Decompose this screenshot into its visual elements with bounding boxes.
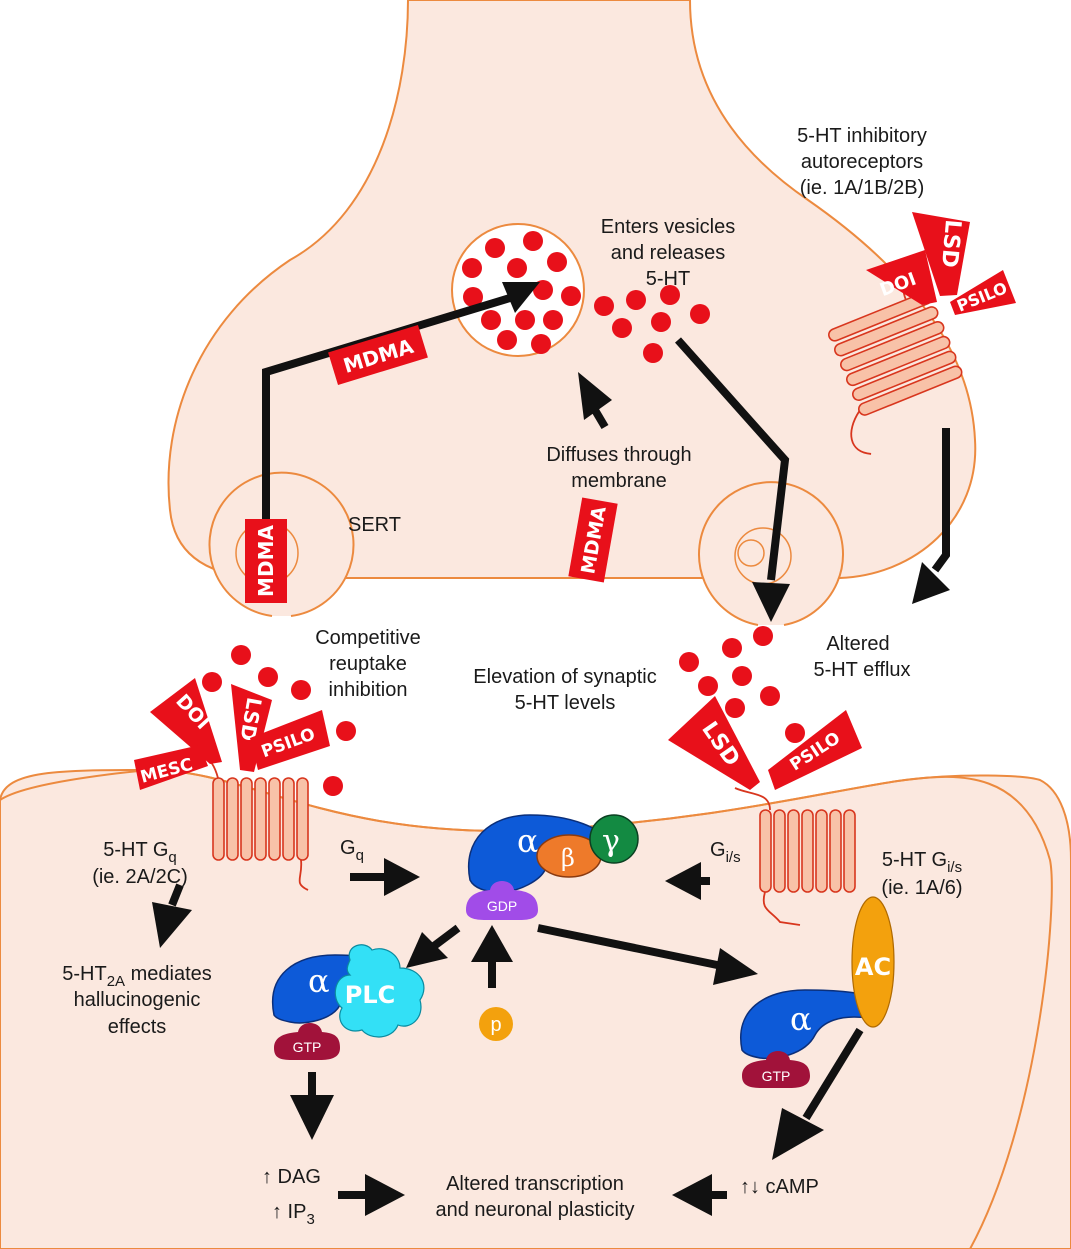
- enters-line-1: Enters vesicles: [601, 216, 736, 238]
- diffuses-line-1: Diffuses through: [546, 444, 691, 466]
- gis-receptor-drugs: LSD PSILO: [668, 696, 862, 790]
- gis-receptor: [734, 787, 856, 926]
- enters-line-3: 5-HT: [646, 268, 690, 290]
- plc-label: PLC: [345, 981, 396, 1009]
- sert-label: SERT: [348, 514, 401, 536]
- gis-arrow-label: Gi/s: [710, 839, 741, 866]
- competitive-label: Competitive reuptake inhibition: [315, 627, 421, 701]
- gamma-label: γ: [602, 824, 620, 859]
- ip3-label: ↑ IP3: [272, 1201, 315, 1228]
- autoreceptor-label: 5-HT inhibitory autoreceptors (ie. 1A/1B…: [797, 125, 927, 199]
- beta-label: β: [561, 844, 575, 872]
- hallucinogenic-line-1: 5-HT2A mediates: [62, 963, 212, 990]
- camp-label: ↑↓ cAMP: [740, 1176, 819, 1198]
- alpha-label: α: [308, 962, 330, 1000]
- ac-complex: α AC GTP: [740, 896, 895, 1088]
- gtp-label: GTP: [293, 1039, 322, 1055]
- efflux-line-2: 5-HT efflux: [813, 659, 910, 681]
- transcription-line-2: and neuronal plasticity: [435, 1199, 634, 1221]
- gq-receptor-label: 5-HT Gq (ie. 2A/2C): [92, 839, 188, 888]
- released-serotonin: [202, 285, 805, 796]
- mdma-tag-membrane: MDMA: [568, 497, 618, 583]
- gtp-label: GTP: [762, 1068, 791, 1084]
- g-protein-complex: α β γ GDP: [466, 814, 639, 920]
- enters-line-2: and releases: [611, 242, 726, 264]
- transcription-line-1: Altered transcription: [446, 1173, 624, 1195]
- gq-receptor-line-1: 5-HT Gq: [103, 839, 177, 866]
- mdma-tag-sert: MDMA: [245, 519, 287, 603]
- competitive-line-2: reuptake: [329, 653, 407, 675]
- diffuses-label: Diffuses through membrane: [546, 444, 691, 492]
- autoreceptor-line-2: autoreceptors: [801, 151, 923, 173]
- gq-receptor-drugs: DOI LSD PSILO MESC: [134, 678, 330, 790]
- gis-receptor-line-2: (ie. 1A/6): [881, 877, 962, 899]
- autoreceptor-line-3: (ie. 1A/1B/2B): [800, 177, 925, 199]
- enters-vesicles-label: Enters vesicles and releases 5-HT: [601, 216, 736, 290]
- gq-arrow-label: Gq: [340, 837, 364, 864]
- hallucinogenic-line-2: hallucinogenic: [74, 989, 201, 1011]
- transcription-label: Altered transcription and neuronal plast…: [435, 1173, 634, 1221]
- competitive-line-3: inhibition: [329, 679, 408, 701]
- gq-receptor-line-2: (ie. 2A/2C): [92, 866, 188, 888]
- diffuses-line-2: membrane: [571, 470, 667, 492]
- elevation-line-1: Elevation of synaptic: [473, 666, 656, 688]
- gis-receptor-label: 5-HT Gi/s (ie. 1A/6): [881, 849, 962, 899]
- vesicle-serotonin: [462, 231, 581, 354]
- arrowheads: [152, 282, 950, 1216]
- mdma-label: MDMA: [254, 525, 278, 597]
- autoreceptor-line-1: 5-HT inhibitory: [797, 125, 927, 147]
- hallucinogenic-label: 5-HT2A mediates hallucinogenic effects: [62, 963, 212, 1038]
- competitive-line-1: Competitive: [315, 627, 421, 649]
- elevation-label: Elevation of synaptic 5-HT levels: [473, 666, 656, 714]
- dag-label: ↑ DAG: [262, 1166, 321, 1188]
- alpha-label: α: [790, 1000, 812, 1038]
- arrows: [168, 294, 950, 1199]
- efflux-line-1: Altered: [826, 633, 889, 655]
- efflux-label: Altered 5-HT efflux: [813, 633, 910, 681]
- gis-receptor-line-1: 5-HT Gi/s: [882, 849, 962, 876]
- plc-complex: α PLC GTP: [271, 944, 425, 1060]
- gdp-label: GDP: [487, 898, 517, 914]
- gq-receptor: [200, 752, 309, 891]
- lsd-label: LSD: [936, 219, 965, 269]
- elevation-line-2: 5-HT levels: [515, 692, 616, 714]
- alpha-label: α: [517, 822, 539, 860]
- phosphate-label: p: [490, 1014, 501, 1036]
- hallucinogenic-line-3: effects: [108, 1016, 167, 1038]
- ac-label: AC: [855, 953, 891, 981]
- phosphate: p: [479, 1007, 513, 1041]
